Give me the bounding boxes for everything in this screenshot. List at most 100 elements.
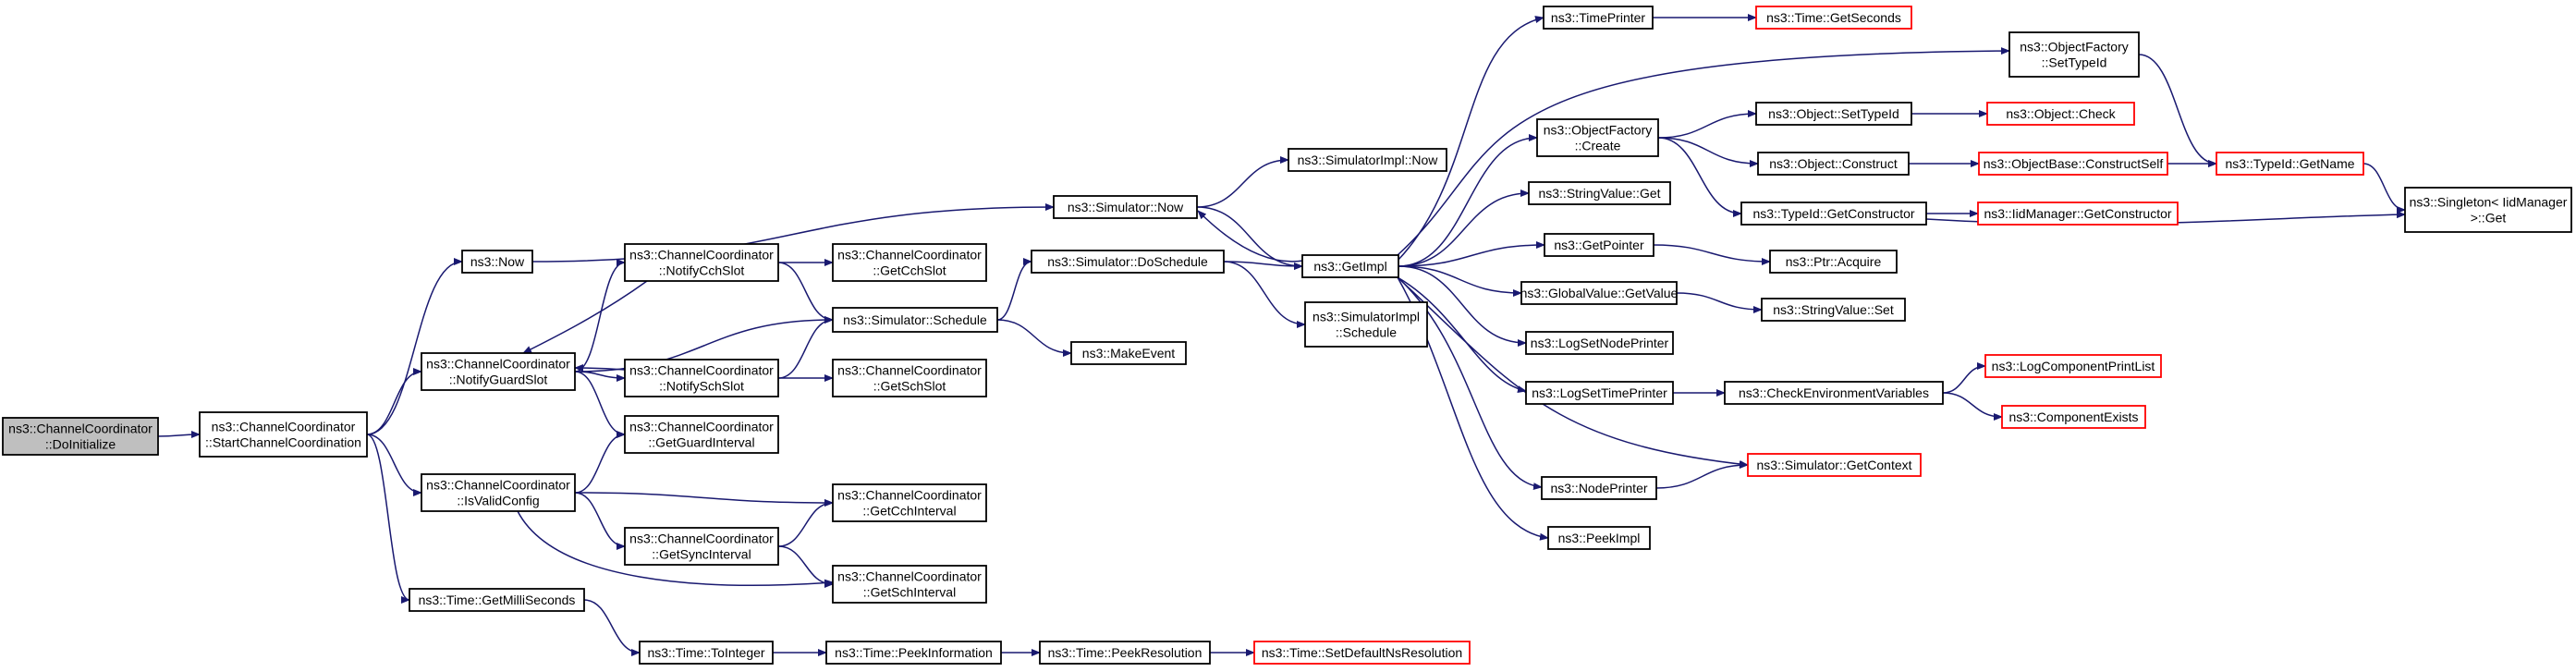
node-now[interactable]: ns3::Now <box>461 250 533 274</box>
node-setdefres[interactable]: ns3::Time::SetDefaultNsResolution <box>1253 641 1471 665</box>
node-getpointer[interactable]: ns3::GetPointer <box>1544 233 1654 257</box>
edge-objfactcreate-to-objsettypeid <box>1657 110 1757 139</box>
node-label: ns3::GetImpl <box>1313 259 1386 274</box>
node-getguardint[interactable]: ns3::ChannelCoordinator::GetGuardInterva… <box>624 415 779 454</box>
node-getcchslot[interactable]: ns3::ChannelCoordinator::GetCchSlot <box>832 243 987 282</box>
edge-checkenv-to-compexists <box>1942 392 2003 421</box>
node-constructself[interactable]: ns3::ObjectBase::ConstructSelf <box>1978 152 2168 176</box>
node-getmilli[interactable]: ns3::Time::GetMilliSeconds <box>409 588 585 612</box>
node-label: ns3::ChannelCoordinator <box>837 248 982 263</box>
node-peekimpl[interactable]: ns3::PeekImpl <box>1547 526 1651 550</box>
node-objcheck[interactable]: ns3::Object::Check <box>1986 102 2135 126</box>
node-label: ns3::ChannelCoordinator <box>629 420 774 434</box>
node-timeprinter[interactable]: ns3::TimePrinter <box>1543 6 1654 30</box>
node-label: ::GetGuardInterval <box>648 435 754 450</box>
node-tointeger[interactable]: ns3::Time::ToInteger <box>639 641 774 665</box>
node-box <box>2216 152 2364 176</box>
node-typeidgetctor[interactable]: ns3::TypeId::GetConstructor <box>1740 202 1927 226</box>
node-objfactsettypeid[interactable]: ns3::ObjectFactory::SetTypeId <box>2008 31 2140 78</box>
node-box <box>1543 6 1654 30</box>
edge-getimpl-to-getpointer <box>1398 241 1545 267</box>
node-label: ::GetSchSlot <box>873 379 946 394</box>
node-box <box>2001 405 2146 429</box>
edge-schedule-to-makeevent <box>996 319 1072 357</box>
edge-simnow-to-simimplnow <box>1196 156 1289 208</box>
node-makeevent[interactable]: ns3::MakeEvent <box>1070 341 1187 365</box>
node-objsettypeid[interactable]: ns3::Object::SetTypeId <box>1755 102 1912 126</box>
node-stringset[interactable]: ns3::StringValue::Set <box>1761 298 1906 322</box>
edge-objfactsettypeid-to-typeidgetname <box>2138 54 2217 167</box>
node-logsettime[interactable]: ns3::LogSetTimePrinter <box>1525 381 1674 405</box>
node-peekinfo[interactable]: ns3::Time::PeekInformation <box>825 641 1002 665</box>
node-box <box>825 641 1002 665</box>
node-label: ns3::TimePrinter <box>1551 10 1646 25</box>
node-getschint[interactable]: ns3::ChannelCoordinator::GetSchInterval <box>832 565 987 604</box>
node-typeidgetname[interactable]: ns3::TypeId::GetName <box>2216 152 2364 176</box>
node-isvalid[interactable]: ns3::ChannelCoordinator::IsValidConfig <box>421 473 576 512</box>
node-getimpl[interactable]: ns3::GetImpl <box>1301 254 1399 278</box>
node-stringget[interactable]: ns3::StringValue::Get <box>1528 181 1671 205</box>
node-label: ::GetSyncInterval <box>652 547 751 562</box>
node-label: ns3::Simulator::GetContext <box>1756 458 1911 472</box>
node-nodeprinter[interactable]: ns3::NodePrinter <box>1541 476 1657 500</box>
node-box <box>1761 298 1906 322</box>
node-objconstruct[interactable]: ns3::Object::Construct <box>1757 152 1910 176</box>
node-box <box>421 473 576 512</box>
node-box <box>1520 281 1678 305</box>
node-box <box>1977 202 2179 226</box>
node-label: ns3::MakeEvent <box>1082 346 1175 360</box>
node-notifysch[interactable]: ns3::ChannelCoordinator::NotifySchSlot <box>624 359 779 397</box>
node-box <box>832 483 987 522</box>
node-getcchint[interactable]: ns3::ChannelCoordinator::GetCchInterval <box>832 483 987 522</box>
node-label: ns3::ChannelCoordinator <box>629 248 774 263</box>
node-logsetnode[interactable]: ns3::LogSetNodePrinter <box>1525 331 1674 355</box>
node-label: ::Schedule <box>1336 325 1397 340</box>
node-iidgetctor[interactable]: ns3::IidManager::GetConstructor <box>1977 202 2179 226</box>
node-globalget[interactable]: ns3::GlobalValue::GetValue <box>1520 281 1679 305</box>
node-getseconds[interactable]: ns3::Time::GetSeconds <box>1755 6 1912 30</box>
node-doinit[interactable]: ns3::ChannelCoordinator::DoInitialize <box>2 417 159 456</box>
edge-isvalid-to-getcchint <box>574 492 834 507</box>
node-label: ns3::ObjectBase::ConstructSelf <box>1984 156 2164 171</box>
node-getsyncint[interactable]: ns3::ChannelCoordinator::GetSyncInterval <box>624 527 779 566</box>
node-box <box>1757 152 1910 176</box>
node-ptracquire[interactable]: ns3::Ptr::Acquire <box>1769 250 1898 274</box>
edge-objfactcreate-to-objconstruct <box>1657 137 1759 167</box>
node-box <box>1053 195 1198 219</box>
node-checkenv[interactable]: ns3::CheckEnvironmentVariables <box>1724 381 1944 405</box>
node-startcc[interactable]: ns3::ChannelCoordinator::StartChannelCoo… <box>199 411 368 458</box>
node-box <box>624 359 779 397</box>
node-label: ns3::SimulatorImpl::Now <box>1298 153 1439 167</box>
node-getschslot[interactable]: ns3::ChannelCoordinator::GetSchSlot <box>832 359 987 397</box>
node-label: ns3::PeekImpl <box>1558 531 1641 545</box>
node-box <box>1769 250 1898 274</box>
node-schedule[interactable]: ns3::Simulator::Schedule <box>832 307 998 333</box>
edge-notifysch-to-notifyguard <box>574 364 626 373</box>
edge-startcc-to-isvalid <box>366 434 422 496</box>
node-notifyguard[interactable]: ns3::ChannelCoordinator::NotifyGuardSlot <box>421 352 576 391</box>
node-simimplsched[interactable]: ns3::SimulatorImpl::Schedule <box>1304 301 1428 348</box>
node-peekres[interactable]: ns3::Time::PeekResolution <box>1039 641 1211 665</box>
node-simimplnow[interactable]: ns3::SimulatorImpl::Now <box>1288 148 1447 172</box>
node-label: ns3::ChannelCoordinator <box>426 357 570 372</box>
node-label: ns3::ChannelCoordinator <box>8 422 153 436</box>
node-label: ns3::ObjectFactory <box>2020 40 2129 55</box>
node-doschedule[interactable]: ns3::Simulator::DoSchedule <box>1031 250 1225 274</box>
node-box <box>2 417 159 456</box>
node-simnow[interactable]: ns3::Simulator::Now <box>1053 195 1198 219</box>
node-singleton[interactable]: ns3::Singleton< IidManager>::Get <box>2404 187 2572 233</box>
edge-notifycch-to-notifyguard <box>522 280 648 354</box>
node-compexists[interactable]: ns3::ComponentExists <box>2001 405 2146 429</box>
node-logcompprint[interactable]: ns3::LogComponentPrintList <box>1984 354 2162 378</box>
edge-nodeprinter-to-simgetctx <box>1655 461 1749 489</box>
node-objfactcreate[interactable]: ns3::ObjectFactory::Create <box>1536 118 1659 157</box>
node-label: ns3::ChannelCoordinator <box>629 531 774 546</box>
node-label: ns3::GetPointer <box>1554 238 1644 252</box>
node-simgetctx[interactable]: ns3::Simulator::GetContext <box>1747 453 1922 477</box>
node-label: ns3::Time::PeekResolution <box>1048 645 1203 660</box>
node-label: ns3::Ptr::Acquire <box>1786 254 1882 269</box>
node-box <box>832 359 987 397</box>
node-box <box>1536 118 1659 157</box>
edge-isvalid-to-getsyncint <box>574 492 626 550</box>
node-notifycch[interactable]: ns3::ChannelCoordinator::NotifyCchSlot <box>624 243 779 282</box>
